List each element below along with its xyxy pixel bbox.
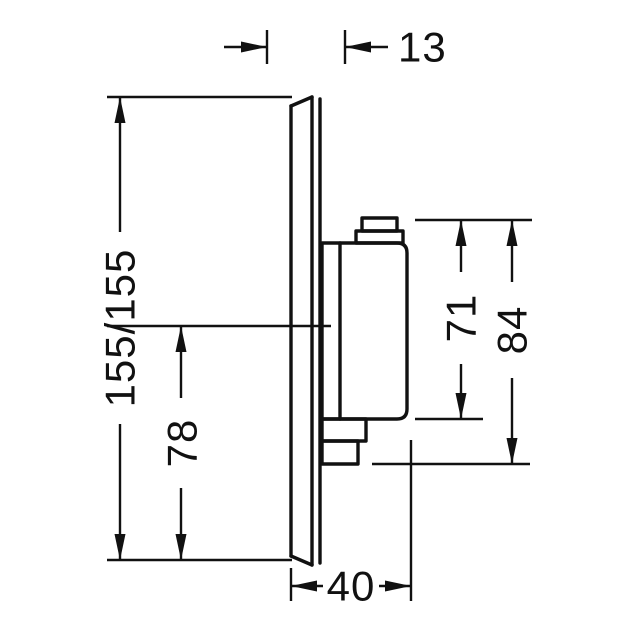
handle-step xyxy=(320,417,368,443)
arrowhead-right xyxy=(241,41,267,53)
valve-plate xyxy=(289,95,322,567)
dim-84: 84 xyxy=(372,220,536,466)
handle-assembly xyxy=(320,216,409,466)
arrowhead-down xyxy=(506,438,518,464)
dim-13: 13 xyxy=(224,24,447,71)
handle-body xyxy=(320,241,409,421)
dim-label-40: 40 xyxy=(327,563,376,610)
arrowhead-down xyxy=(455,393,467,419)
arrowhead-up xyxy=(455,220,467,246)
plate-top-chamfer xyxy=(289,95,314,108)
handle-stem xyxy=(320,439,360,466)
handle-button-top xyxy=(360,216,399,233)
arrowhead-left xyxy=(345,41,371,53)
dim-78: 78 xyxy=(159,326,206,560)
dim-label-78: 78 xyxy=(159,419,206,468)
arrowhead-right xyxy=(385,580,411,592)
arrowhead-left xyxy=(291,580,317,592)
dim-label-84: 84 xyxy=(489,306,536,355)
arrowhead-down xyxy=(175,534,187,560)
arrowhead-up xyxy=(114,97,126,123)
plate-bottom-chamfer xyxy=(289,554,314,567)
arrowhead-up xyxy=(506,220,518,246)
dim-40: 40 xyxy=(289,440,413,610)
dim-155-155: 155/155 xyxy=(97,95,331,562)
dim-label-155-155: 155/155 xyxy=(97,249,144,408)
arrowhead-down xyxy=(114,534,126,560)
dim-label-71: 71 xyxy=(438,294,485,343)
arrowhead-up xyxy=(175,326,187,352)
handle-button-flange xyxy=(354,229,405,245)
dim-label-13: 13 xyxy=(398,24,447,71)
dim-71: 71 xyxy=(415,218,532,421)
